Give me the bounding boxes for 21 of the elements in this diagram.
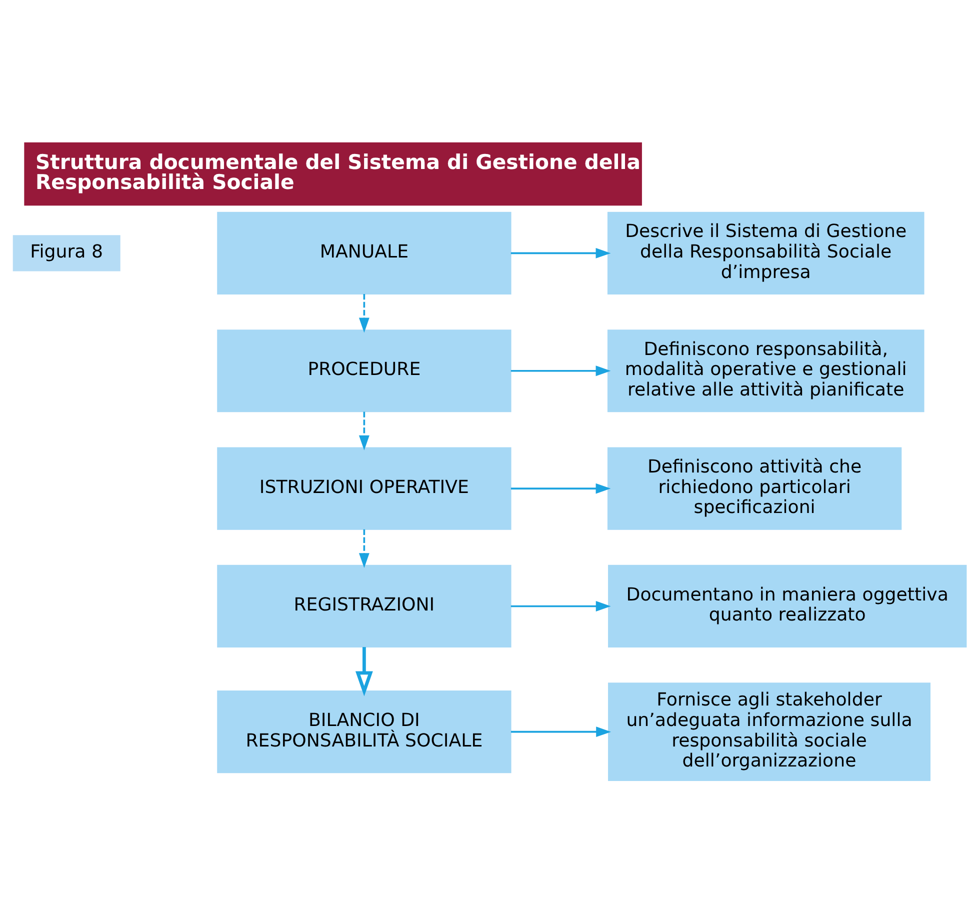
- node-box: REGISTRAZIONI: [217, 564, 512, 648]
- arrow: [510, 482, 611, 494]
- arrow: [358, 411, 370, 450]
- diagram-title: Struttura documentale del Sistema di Gestione della Responsabilità Sociale: [35, 149, 640, 194]
- arrow: [355, 646, 373, 696]
- node-box: PROCEDURE: [217, 329, 512, 412]
- arrow: [510, 600, 611, 611]
- arrow: [358, 294, 370, 332]
- node-box: MANUALE: [217, 211, 512, 294]
- label: Figura 8: [30, 241, 104, 262]
- node-box: ISTRUZIONI OPERATIVE: [217, 446, 512, 530]
- node-box: Definiscono responsabilità, modalità operative e gestionali relative alle attività pianificate: [607, 329, 924, 412]
- node-box: Descrive il Sistema di Gestione della Responsabilità Sociale d’impresa: [607, 211, 924, 294]
- node-box: Fornisce agli stakeholder un’adeguata informazione sulla responsabilità sociale dell’organizzazione: [608, 682, 930, 781]
- arrow: [510, 726, 612, 737]
- node-box: BILANCIO DI RESPONSABILITÀ SOCIALE: [217, 690, 512, 773]
- arrow: [510, 365, 611, 376]
- arrow: [358, 528, 370, 568]
- node-box: Definiscono attività che richiedono particolari specificazioni: [607, 446, 902, 530]
- node-box: Documentano in maniera oggettiva quanto realizzato: [608, 564, 967, 648]
- arrow: [510, 247, 611, 258]
